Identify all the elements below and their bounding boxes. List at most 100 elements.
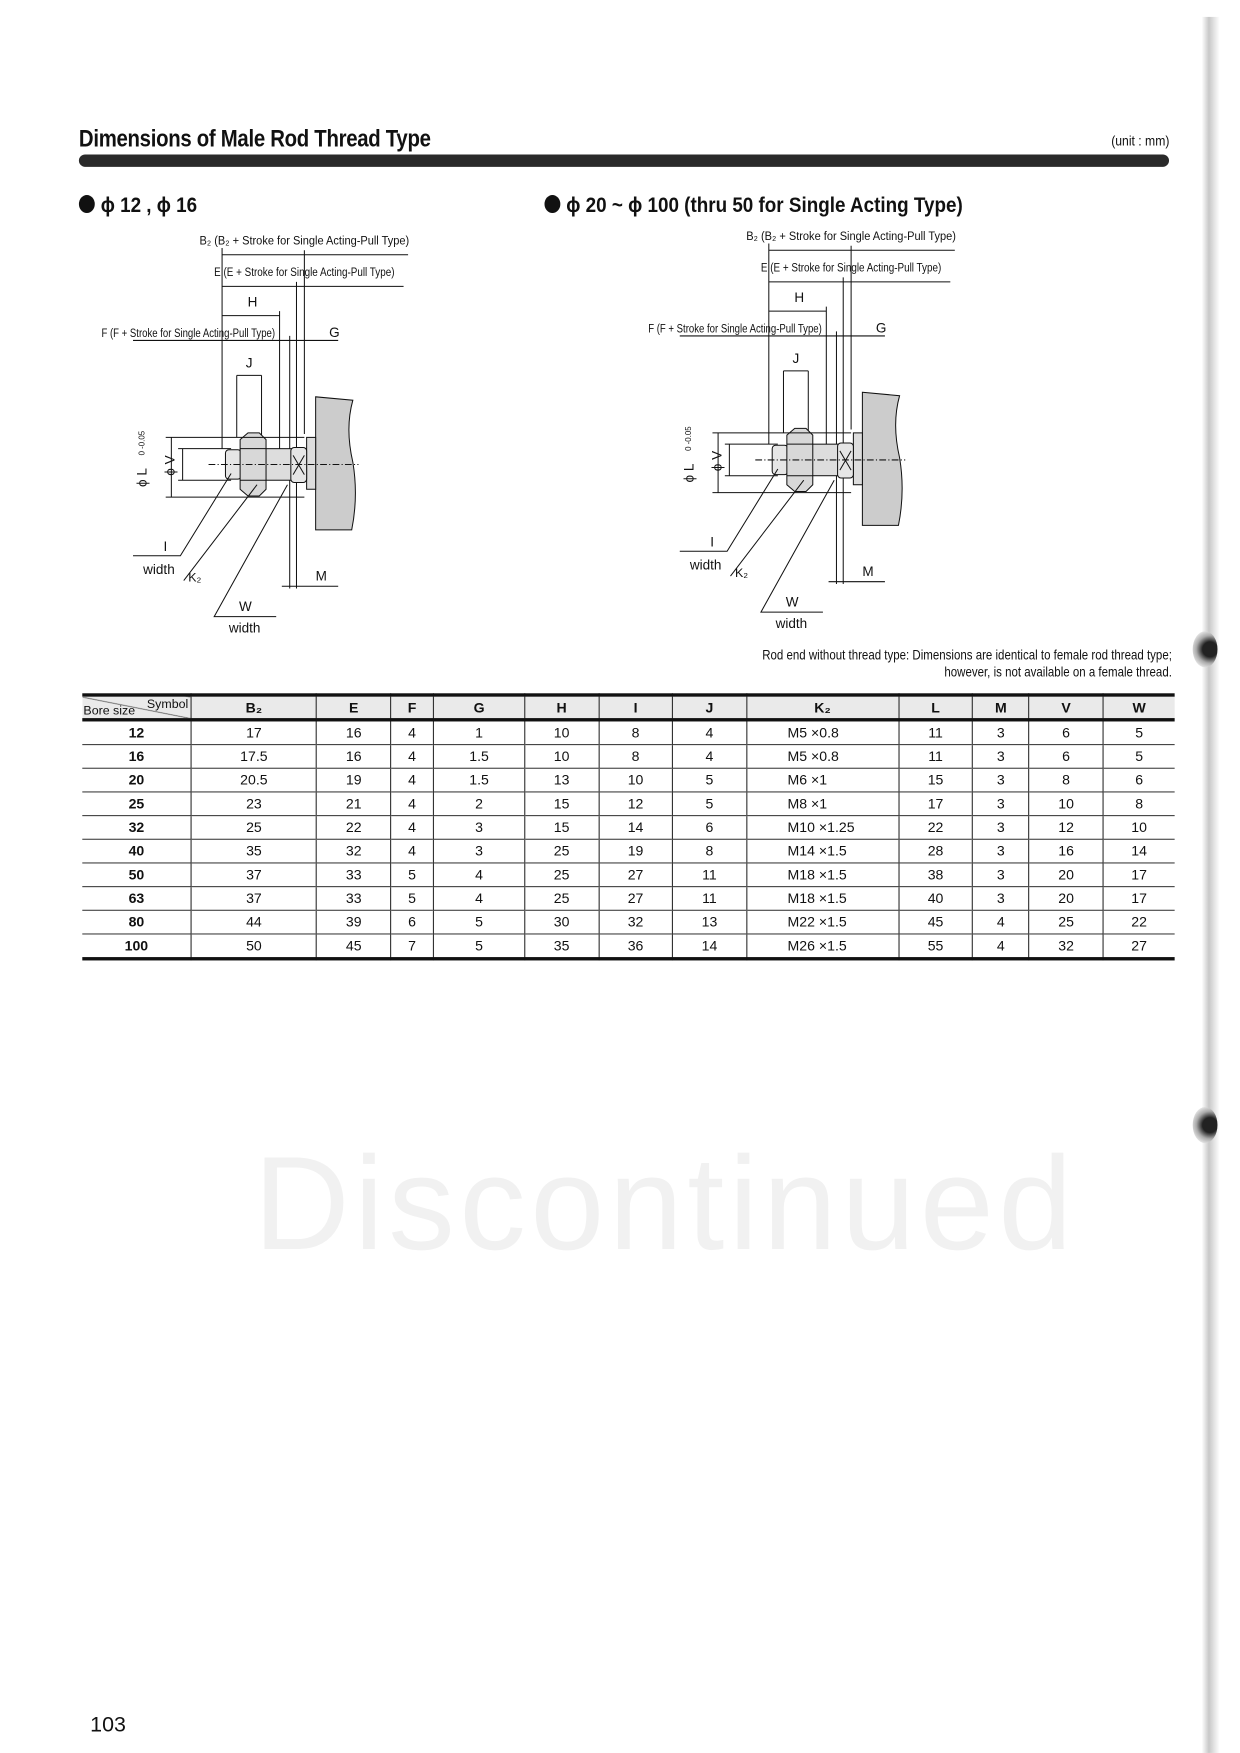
bore-size-cell: 40 bbox=[128, 843, 145, 860]
dim-i-label: I bbox=[710, 535, 714, 550]
dim-f-label: F (F + Stroke for Single Acting-Pull Typ… bbox=[101, 326, 275, 340]
table-cell: 32 bbox=[598, 910, 673, 934]
table-cell: 8 bbox=[671, 839, 747, 863]
table-cell: 25 bbox=[524, 886, 599, 911]
rod-cover bbox=[306, 436, 317, 490]
table-cell: 4 bbox=[671, 744, 747, 769]
table-cell: 30 bbox=[524, 910, 599, 934]
dim-l-label: ϕ L bbox=[135, 468, 150, 487]
dim-l-tolerance: 0 -0.05 bbox=[137, 430, 146, 455]
bore-size-cell: 80 bbox=[128, 914, 145, 931]
table-cell: 6 bbox=[1028, 744, 1104, 769]
column-header: I bbox=[598, 694, 673, 720]
table-cell: 32 bbox=[1028, 933, 1104, 959]
table-cell: 25 bbox=[524, 839, 599, 863]
table-cell: 19 bbox=[316, 768, 391, 792]
table-cell: 35 bbox=[190, 839, 317, 863]
dim-i-width-label: width bbox=[689, 557, 722, 572]
table-cell: 4 bbox=[432, 886, 525, 911]
dim-b2-label: B₂ (B₂ + Stroke for Single Acting-Pull T… bbox=[746, 229, 956, 243]
rod-end-diagram: B₂ (B₂ + Stroke for Single Acting-Pull T… bbox=[101, 234, 409, 636]
table-cell: 13 bbox=[671, 910, 747, 934]
bore-size-label: Bore size bbox=[83, 704, 136, 719]
table-cell: 8 bbox=[598, 744, 673, 769]
table-cell: 8 bbox=[1102, 791, 1175, 816]
dim-l-label: ϕ L bbox=[681, 463, 696, 482]
table-cell: 12 bbox=[1028, 815, 1104, 840]
table-cell: 3 bbox=[971, 744, 1030, 769]
column-header: J bbox=[671, 694, 747, 720]
table-cell: 15 bbox=[524, 791, 599, 816]
table-cell: 27 bbox=[598, 886, 673, 911]
rod-cover bbox=[852, 432, 863, 486]
page-title: Dimensions of Male Rod Thread Type bbox=[78, 126, 431, 153]
table-cell: 11 bbox=[671, 862, 747, 887]
table-cell: 3 bbox=[432, 815, 525, 840]
table-cell: 10 bbox=[524, 744, 599, 769]
table-cell: 3 bbox=[971, 791, 1030, 816]
table-cell: 6 bbox=[390, 910, 434, 934]
note-line: Rod end without thread type: Dimensions … bbox=[762, 647, 1173, 663]
table-cell: 3 bbox=[971, 839, 1030, 863]
dim-w-width-label: width bbox=[228, 620, 261, 635]
table-cell: 27 bbox=[1102, 933, 1175, 959]
table-cell: M5 ×0.8 bbox=[745, 744, 899, 769]
table-cell: 2 bbox=[432, 791, 525, 816]
table-cell: 22 bbox=[1102, 910, 1175, 934]
rod-end-note: Rod end without thread type: Dimensions … bbox=[763, 647, 1173, 681]
table-cell: 12 bbox=[598, 791, 673, 816]
table-cell: 17 bbox=[898, 791, 973, 816]
table-cell: 25 bbox=[524, 862, 599, 887]
table-cell: 5 bbox=[390, 886, 434, 911]
table-cell: 38 bbox=[898, 862, 973, 887]
table-cell: 21 bbox=[316, 791, 391, 816]
dim-w-label: W bbox=[786, 594, 799, 609]
table-cell: 17 bbox=[1102, 886, 1175, 911]
table-cell: 5 bbox=[1102, 719, 1175, 745]
table-cell: 11 bbox=[898, 719, 973, 745]
table-cell: 55 bbox=[898, 933, 973, 959]
table-cell: 1.5 bbox=[432, 744, 525, 769]
table-cell: M8 ×1 bbox=[745, 791, 899, 816]
table-cell: 16 bbox=[316, 744, 391, 769]
section-heading-text: ϕ 12 , ϕ 16 bbox=[100, 193, 198, 218]
table-cell: 14 bbox=[671, 933, 747, 959]
table-cell: 17 bbox=[190, 719, 317, 745]
dim-m-label: M bbox=[316, 569, 327, 584]
table-cell: 25 bbox=[1028, 910, 1104, 934]
table-cell: 5 bbox=[671, 768, 747, 792]
table-cell: 8 bbox=[598, 719, 673, 745]
table-cell: M18 ×1.5 bbox=[745, 862, 899, 887]
bore-size-cell: 16 bbox=[128, 748, 145, 765]
section-heading-large-bore: ϕ 20 ~ ϕ 100 (thru 50 for Single Acting … bbox=[544, 194, 963, 219]
table-cell: 14 bbox=[1102, 839, 1175, 863]
dimension-diagrams: B₂ (B₂ + Stroke for Single Acting-Pull T… bbox=[101, 229, 956, 636]
dim-i-label: I bbox=[163, 539, 167, 554]
section-heading-small-bore: ϕ 12 , ϕ 16 bbox=[78, 193, 198, 219]
table-cell: 17 bbox=[1102, 862, 1175, 887]
bore-size-cell: 63 bbox=[128, 890, 145, 907]
dim-i-width-label: width bbox=[142, 562, 175, 577]
rod-end-diagram: B₂ (B₂ + Stroke for Single Acting-Pull T… bbox=[648, 229, 956, 631]
table-cell: 15 bbox=[898, 768, 973, 792]
table-cell: 37 bbox=[190, 886, 317, 911]
dim-k2-label: K₂ bbox=[188, 571, 201, 585]
table-cell: 10 bbox=[524, 719, 599, 745]
table-cell: 4 bbox=[390, 815, 434, 840]
table-cell: M22 ×1.5 bbox=[745, 910, 899, 934]
table-cell: 4 bbox=[390, 744, 434, 769]
table-cell: 4 bbox=[432, 862, 525, 887]
column-header: K₂ bbox=[745, 694, 899, 720]
table-cell: 1.5 bbox=[432, 768, 525, 792]
table-cell: 16 bbox=[316, 719, 391, 745]
table-cell: 7 bbox=[390, 933, 434, 959]
table-cell: 4 bbox=[971, 933, 1030, 959]
